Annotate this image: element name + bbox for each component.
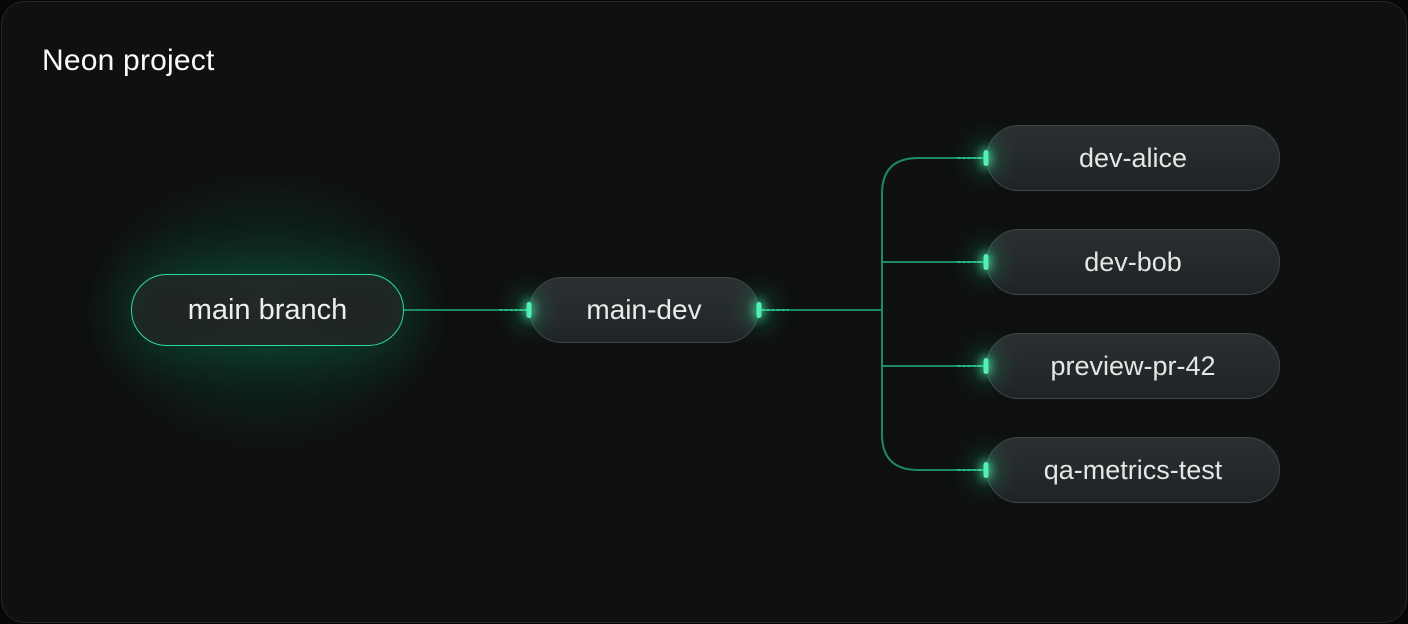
branch-node-main-dev[interactable]: main-dev (529, 277, 759, 343)
branch-node-main-dev-label: main-dev (586, 294, 702, 325)
branch-node-dev-bob[interactable]: dev-bob (986, 229, 1280, 295)
branch-node-qa-metrics-test[interactable]: qa-metrics-test (986, 437, 1280, 503)
page-title: Neon project (42, 44, 215, 77)
connector-trunk-to-leaf-3 (881, 309, 987, 471)
branch-node-main-label: main branch (187, 293, 348, 326)
branch-node-main[interactable]: main branch (131, 274, 404, 346)
branch-node-preview-pr-42-label: preview-pr-42 (1050, 350, 1216, 381)
branch-node-preview-pr-42[interactable]: preview-pr-42 (986, 333, 1280, 399)
branch-node-dev-alice-label: dev-alice (1078, 142, 1188, 173)
branch-node-dev-alice[interactable]: dev-alice (986, 125, 1280, 191)
branch-node-qa-metrics-test-label: qa-metrics-test (1043, 454, 1223, 485)
connector-trunk-to-leaf-0 (881, 157, 987, 311)
branch-node-dev-bob-label: dev-bob (1084, 246, 1182, 277)
